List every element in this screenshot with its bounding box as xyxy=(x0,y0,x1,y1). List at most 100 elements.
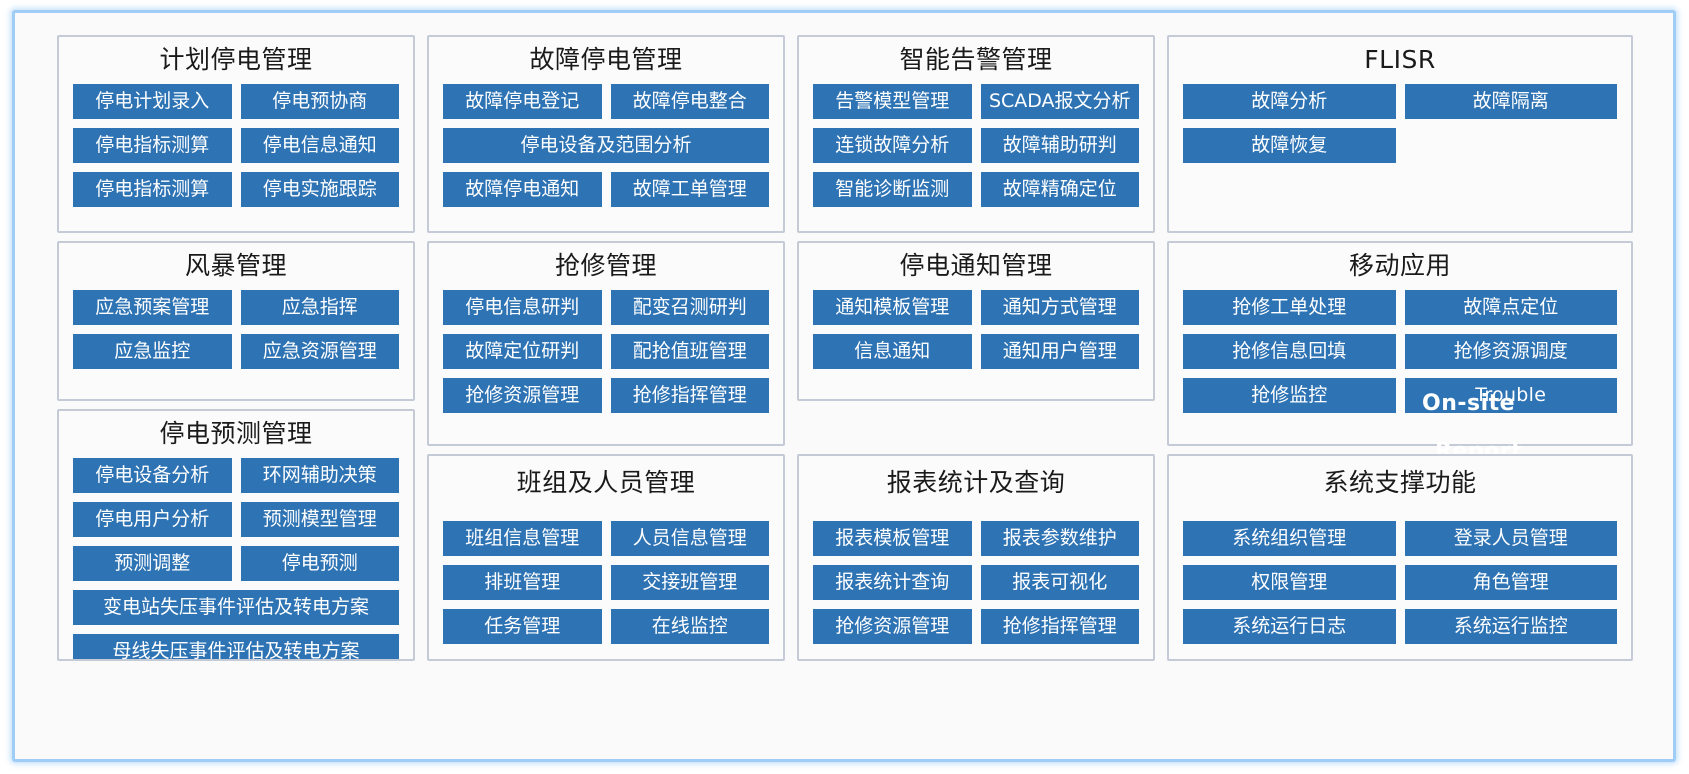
button-task-management[interactable]: 任务管理 xyxy=(443,609,602,644)
panel-crew[interactable]: 班组及人员管理 班组信息管理 人员信息管理 排班管理 交接班管理 任务管理 在线… xyxy=(427,454,785,661)
button-notice-template-management[interactable]: 通知模板管理 xyxy=(813,290,972,325)
button-cascading-fault-analysis[interactable]: 连锁故障分析 xyxy=(813,128,972,163)
button-transformer-polling-judgement[interactable]: 配变召测研判 xyxy=(610,290,769,325)
button-row: 权限管理 角色管理 xyxy=(1183,565,1617,600)
button-group-mobile-app: 抢修工单处理 故障点定位 抢修信息回填 抢修资源调度 抢修监控 Trouble xyxy=(1183,290,1617,413)
panel-flisr[interactable]: FLISR 故障分析 故障隔离 故障恢复 xyxy=(1167,35,1633,233)
button-fault-work-order-management[interactable]: 故障工单管理 xyxy=(610,172,769,207)
button-system-operation-log[interactable]: 系统运行日志 xyxy=(1183,609,1396,644)
button-row: 抢修资源管理 抢修指挥管理 xyxy=(443,378,769,413)
button-row: 停电计划录入 停电预协商 xyxy=(73,84,399,119)
button-group-smart-alarm: 告警模型管理 SCADA报文分析 连锁故障分析 故障辅助研判 智能诊断监测 故障… xyxy=(813,84,1139,207)
button-notice-user-management[interactable]: 通知用户管理 xyxy=(980,334,1139,369)
button-repair-resource-management[interactable]: 抢修资源管理 xyxy=(443,378,602,413)
panel-title-outage-notice: 停电通知管理 xyxy=(899,251,1053,280)
button-emergency-command[interactable]: 应急指挥 xyxy=(240,290,399,325)
button-online-monitoring[interactable]: 在线监控 xyxy=(610,609,769,644)
button-report-repair-command-management[interactable]: 抢修指挥管理 xyxy=(980,609,1139,644)
panel-system-support[interactable]: 系统支撑功能 系统组织管理 登录人员管理 权限管理 角色管理 系统运行日志 系统… xyxy=(1167,454,1633,661)
button-fault-point-location[interactable]: 故障点定位 xyxy=(1404,290,1617,325)
button-repair-work-order-handling[interactable]: 抢修工单处理 xyxy=(1183,290,1396,325)
button-outage-index-calc[interactable]: 停电指标测算 xyxy=(73,128,232,163)
button-row: 班组信息管理 人员信息管理 xyxy=(443,521,769,556)
panel-repair[interactable]: 抢修管理 停电信息研判 配变召测研判 故障定位研判 配抢值班管理 抢修资源管理 … xyxy=(427,241,785,446)
button-fault-outage-consolidation[interactable]: 故障停电整合 xyxy=(610,84,769,119)
button-outage-equipment-scope-analysis[interactable]: 停电设备及范围分析 xyxy=(443,128,769,163)
button-row: 系统运行日志 系统运行监控 xyxy=(1183,609,1617,644)
button-outage-forecast[interactable]: 停电预测 xyxy=(240,546,399,581)
button-outage-index-calc-2[interactable]: 停电指标测算 xyxy=(73,172,232,207)
button-shift-scheduling[interactable]: 排班管理 xyxy=(443,565,602,600)
panel-smart-alarm[interactable]: 智能告警管理 告警模型管理 SCADA报文分析 连锁故障分析 故障辅助研判 智能… xyxy=(797,35,1155,233)
panel-title-smart-alarm: 智能告警管理 xyxy=(899,45,1053,74)
button-row: 连锁故障分析 故障辅助研判 xyxy=(813,128,1139,163)
panel-storm[interactable]: 风暴管理 应急预案管理 应急指挥 应急监控 应急资源管理 xyxy=(57,241,415,401)
button-information-notification[interactable]: 信息通知 xyxy=(813,334,972,369)
button-fault-isolation[interactable]: 故障隔离 xyxy=(1404,84,1617,119)
panel-outage-forecast[interactable]: 停电预测管理 停电设备分析 环网辅助决策 停电用户分析 预测模型管理 预测调整 … xyxy=(57,409,415,661)
button-fault-location-judgement[interactable]: 故障定位研判 xyxy=(443,334,602,369)
button-forecast-adjustment[interactable]: 预测调整 xyxy=(73,546,232,581)
panel-title-planned-outage: 计划停电管理 xyxy=(159,45,313,74)
button-report-template-management[interactable]: 报表模板管理 xyxy=(813,521,972,556)
button-fault-analysis[interactable]: 故障分析 xyxy=(1183,84,1396,119)
button-report-parameter-maintenance[interactable]: 报表参数维护 xyxy=(980,521,1139,556)
button-repair-command-management[interactable]: 抢修指挥管理 xyxy=(610,378,769,413)
button-outage-info-notice[interactable]: 停电信息通知 xyxy=(240,128,399,163)
button-fault-outage-notice[interactable]: 故障停电通知 xyxy=(443,172,602,207)
button-row: 故障恢复 xyxy=(1183,128,1617,163)
panel-grid: 计划停电管理 停电计划录入 停电预协商 停电指标测算 停电信息通知 停电指标测算… xyxy=(15,13,1673,759)
button-outage-execution-tracking[interactable]: 停电实施跟踪 xyxy=(240,172,399,207)
button-substation-voltage-loss-assessment[interactable]: 变电站失压事件评估及转电方案 xyxy=(73,590,399,625)
panel-title-outage-forecast: 停电预测管理 xyxy=(159,419,313,448)
button-emergency-resource-management[interactable]: 应急资源管理 xyxy=(240,334,399,369)
button-system-operation-monitoring[interactable]: 系统运行监控 xyxy=(1404,609,1617,644)
button-permission-management[interactable]: 权限管理 xyxy=(1183,565,1396,600)
panel-title-flisr: FLISR xyxy=(1364,45,1436,74)
button-group-fault-outage: 故障停电登记 故障停电整合 停电设备及范围分析 故障停电通知 故障工单管理 xyxy=(443,84,769,207)
button-ring-network-decision-support[interactable]: 环网辅助决策 xyxy=(240,458,399,493)
button-outage-pre-negotiation[interactable]: 停电预协商 xyxy=(240,84,399,119)
button-report-statistics-query[interactable]: 报表统计查询 xyxy=(813,565,972,600)
panel-mobile-app[interactable]: 移动应用 抢修工单处理 故障点定位 抢修信息回填 抢修资源调度 抢修监控 Tro… xyxy=(1167,241,1633,446)
panel-report[interactable]: 报表统计及查询 报表模板管理 报表参数维护 报表统计查询 报表可视化 抢修资源管… xyxy=(797,454,1155,661)
button-repair-resource-dispatch[interactable]: 抢修资源调度 xyxy=(1404,334,1617,369)
button-alarm-model-management[interactable]: 告警模型管理 xyxy=(813,84,972,119)
button-trouble[interactable]: Trouble xyxy=(1404,378,1617,413)
button-intelligent-diagnosis-monitoring[interactable]: 智能诊断监测 xyxy=(813,172,972,207)
button-repair-info-backfill[interactable]: 抢修信息回填 xyxy=(1183,334,1396,369)
button-fault-outage-registration[interactable]: 故障停电登记 xyxy=(443,84,602,119)
button-report-visualization[interactable]: 报表可视化 xyxy=(980,565,1139,600)
button-report-repair-resource-management[interactable]: 抢修资源管理 xyxy=(813,609,972,644)
panel-title-crew: 班组及人员管理 xyxy=(516,468,696,497)
button-emergency-plan-management[interactable]: 应急预案管理 xyxy=(73,290,232,325)
button-shift-handover-management[interactable]: 交接班管理 xyxy=(610,565,769,600)
button-fault-restoration[interactable]: 故障恢复 xyxy=(1183,128,1396,163)
button-outage-customer-analysis[interactable]: 停电用户分析 xyxy=(73,502,232,537)
button-row: 应急预案管理 应急指挥 xyxy=(73,290,399,325)
button-personnel-info-management[interactable]: 人员信息管理 xyxy=(610,521,769,556)
button-fault-precise-location[interactable]: 故障精确定位 xyxy=(980,172,1139,207)
button-scada-message-analysis[interactable]: SCADA报文分析 xyxy=(980,84,1139,119)
panel-outage-notice[interactable]: 停电通知管理 通知模板管理 通知方式管理 信息通知 通知用户管理 xyxy=(797,241,1155,401)
panel-title-fault-outage: 故障停电管理 xyxy=(529,45,683,74)
button-notice-method-management[interactable]: 通知方式管理 xyxy=(980,290,1139,325)
button-login-personnel-management[interactable]: 登录人员管理 xyxy=(1404,521,1617,556)
button-forecast-model-management[interactable]: 预测模型管理 xyxy=(240,502,399,537)
button-busbar-voltage-loss-assessment[interactable]: 母线失压事件评估及转电方案 xyxy=(73,634,399,659)
button-outage-info-judgement[interactable]: 停电信息研判 xyxy=(443,290,602,325)
button-row: 故障停电登记 故障停电整合 xyxy=(443,84,769,119)
button-repair-monitoring[interactable]: 抢修监控 xyxy=(1183,378,1396,413)
button-system-organization-management[interactable]: 系统组织管理 xyxy=(1183,521,1396,556)
button-fault-assisted-judgement[interactable]: 故障辅助研判 xyxy=(980,128,1139,163)
button-row: 告警模型管理 SCADA报文分析 xyxy=(813,84,1139,119)
panel-title-system-support: 系统支撑功能 xyxy=(1323,468,1477,497)
button-repair-duty-management[interactable]: 配抢值班管理 xyxy=(610,334,769,369)
panel-planned-outage[interactable]: 计划停电管理 停电计划录入 停电预协商 停电指标测算 停电信息通知 停电指标测算… xyxy=(57,35,415,233)
button-team-info-management[interactable]: 班组信息管理 xyxy=(443,521,602,556)
button-role-management[interactable]: 角色管理 xyxy=(1404,565,1617,600)
panel-fault-outage[interactable]: 故障停电管理 故障停电登记 故障停电整合 停电设备及范围分析 故障停电通知 故障… xyxy=(427,35,785,233)
button-outage-equipment-analysis[interactable]: 停电设备分析 xyxy=(73,458,232,493)
button-emergency-monitoring[interactable]: 应急监控 xyxy=(73,334,232,369)
button-planned-outage-entry[interactable]: 停电计划录入 xyxy=(73,84,232,119)
